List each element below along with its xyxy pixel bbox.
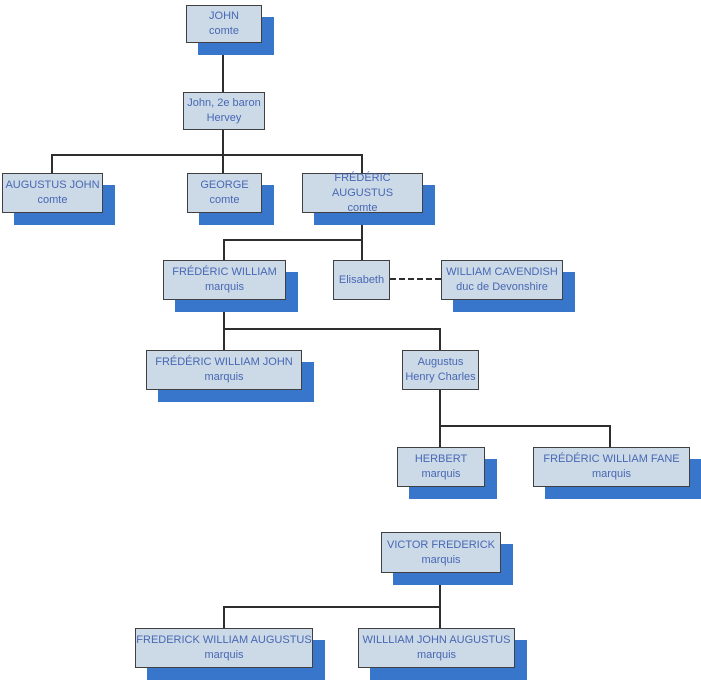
node-george: GEORGE comte	[187, 173, 262, 213]
connector-line	[223, 606, 225, 628]
marriage-dashed-line	[390, 278, 441, 280]
person-name: FRÉDÉRIC WILLIAM FANE	[543, 453, 680, 465]
person-name: WILLIAM CAVENDISH	[446, 266, 558, 278]
connector-line	[439, 425, 441, 447]
person-name: HERBERT	[414, 453, 468, 465]
connector-line	[51, 154, 363, 156]
connector-line	[223, 300, 225, 330]
person-name: AUGUSTUS JOHN	[5, 179, 100, 191]
person-title: marquis	[591, 468, 632, 480]
connector-line	[439, 390, 441, 427]
person-title: marquis	[421, 468, 461, 480]
person-name: FRÉDÉRIC WILLIAM	[172, 266, 277, 278]
person-name: Elisabeth	[338, 273, 385, 286]
node-john-2e-baron-hervey: John, 2e baron Hervey	[183, 92, 265, 130]
connector-line	[223, 239, 363, 241]
person-name: GEORGE	[200, 179, 249, 191]
node-frederick-william-augustus: FREDERICK WILLIAM AUGUSTUS marquis	[135, 628, 313, 668]
node-william-cavendish: WILLIAM CAVENDISH duc de Devonshire	[441, 260, 563, 300]
person-title: Hervey	[206, 112, 242, 124]
connector-line	[439, 328, 441, 350]
node-willliam-john-augustus: WILLLIAM JOHN AUGUSTUS marquis	[358, 628, 515, 668]
person-title: comte	[347, 201, 378, 214]
connector-line	[223, 328, 441, 330]
person-name: FRÉDÉRIC AUGUSTUS	[331, 171, 394, 199]
person-name: FRÉDÉRIC WILLIAM JOHN	[155, 356, 293, 368]
person-title: marquis	[204, 649, 244, 661]
person-title: marquis	[416, 649, 457, 661]
connector-line	[439, 573, 441, 628]
person-name: Augustus	[417, 356, 464, 368]
node-victor-frederick: VICTOR FREDERICK marquis	[381, 532, 501, 573]
node-herbert: HERBERT marquis	[397, 447, 485, 487]
connector-line	[361, 213, 363, 241]
person-title: comte	[209, 25, 239, 37]
person-name: John, 2e baron	[187, 97, 261, 109]
person-name: FREDERICK WILLIAM AUGUSTUS	[136, 634, 312, 646]
person-title: comte	[37, 194, 68, 206]
connector-line	[609, 425, 611, 447]
connector-line	[361, 239, 363, 260]
person-title: marquis	[204, 371, 244, 383]
connector-line	[222, 154, 224, 173]
node-john: JOHN comte	[186, 5, 262, 43]
person-title: duc de Devonshire	[456, 281, 548, 293]
node-frederic-william-fane: FRÉDÉRIC WILLIAM FANE marquis	[533, 447, 690, 487]
node-augustus-henry-charles: Augustus Henry Charles	[402, 350, 479, 390]
connector-line	[222, 130, 224, 156]
person-name: JOHN	[209, 10, 239, 22]
connector-line	[361, 154, 363, 173]
person-title: marquis	[204, 281, 245, 293]
person-title: Henry Charles	[405, 371, 476, 383]
person-name: VICTOR FREDERICK	[387, 538, 495, 551]
connector-line	[51, 154, 53, 173]
person-title: marquis	[421, 553, 461, 566]
connector-line	[223, 239, 225, 260]
person-title: comte	[209, 194, 240, 206]
person-name: WILLLIAM JOHN AUGUSTUS	[362, 634, 511, 646]
node-frederic-william: FRÉDÉRIC WILLIAM marquis	[163, 260, 286, 300]
node-frederic-augustus: FRÉDÉRIC AUGUSTUS comte	[302, 171, 423, 214]
connector-line	[439, 425, 611, 427]
connector-line	[223, 606, 441, 608]
connector-line	[223, 328, 225, 350]
node-elisabeth: Elisabeth	[333, 260, 390, 300]
connector-line	[222, 43, 224, 92]
node-augustus-john: AUGUSTUS JOHN comte	[2, 173, 103, 213]
node-frederic-william-john: FRÉDÉRIC WILLIAM JOHN marquis	[146, 350, 302, 390]
